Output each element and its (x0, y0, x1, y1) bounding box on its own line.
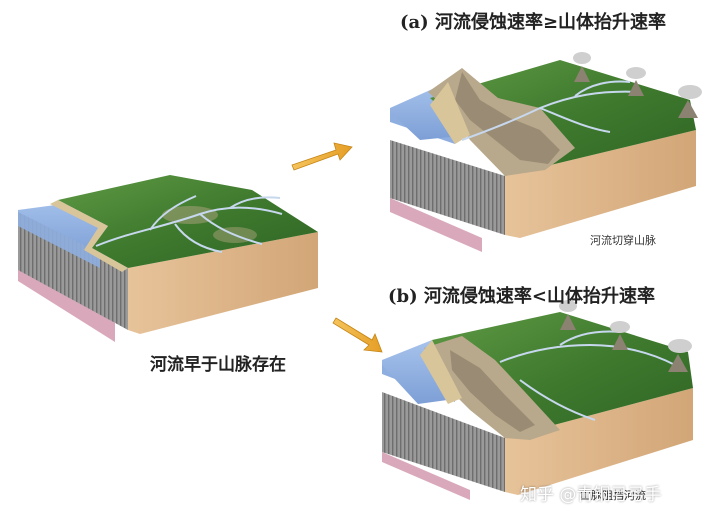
panel-b-title: (b) 河流侵蚀速率<山体抬升速率 (388, 286, 655, 307)
watermark: 知乎 @青铜弓弓手 (520, 485, 662, 505)
soil-face (128, 232, 318, 334)
panel-b-caption: 山脉阻挡河流 (580, 489, 646, 502)
volcanoes-b (559, 300, 692, 372)
beach (50, 200, 128, 272)
volcanoes-a (573, 52, 702, 118)
block-b (382, 300, 693, 500)
panel-a-title: (a) 河流侵蚀速率≥山体抬升速率 (400, 12, 667, 33)
initial-block (18, 175, 318, 342)
arrow-to-b (332, 317, 383, 353)
water-front (18, 210, 100, 268)
block-a (390, 52, 702, 252)
initial-state-label: 河流早于山脉存在 (150, 355, 286, 375)
panel-a-caption: 河流切穿山脉 (590, 234, 656, 247)
river-network (95, 195, 283, 253)
arrow-to-a (291, 142, 353, 171)
